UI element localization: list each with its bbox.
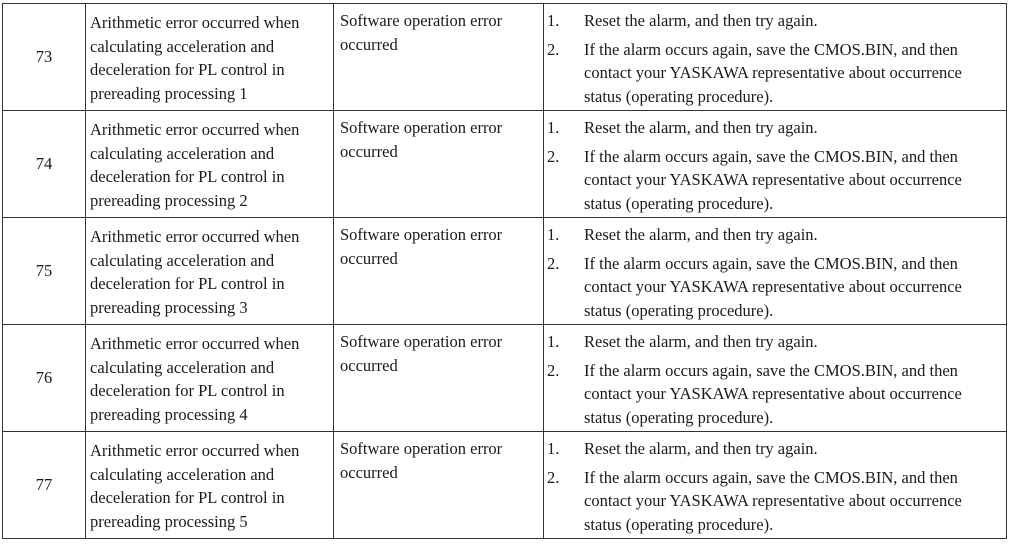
- remedy-cell: 1. Reset the alarm, and then try again. 2…: [543, 110, 1007, 218]
- step-number: 2.: [547, 39, 560, 59]
- step-number: 1.: [547, 11, 560, 30]
- step-text: Reset the alarm, and then try again.: [584, 332, 818, 351]
- error-type-cell: Software operation error occurred: [333, 217, 544, 325]
- remedy-cell: 1. Reset the alarm, and then try again. 2…: [543, 3, 1007, 111]
- error-type-cell: Software operation error occurred: [333, 431, 544, 539]
- remedy-step: 2. If the alarm occurs again, save the CM…: [547, 359, 1002, 430]
- remedy-step: 1. Reset the alarm, and then try again.: [547, 223, 1002, 247]
- remedy-list: 1. Reset the alarm, and then try again. 2…: [547, 9, 1002, 108]
- step-text: Reset the alarm, and then try again.: [584, 11, 818, 30]
- alarm-number-cell: 73: [2, 3, 86, 111]
- table-row: 74 Arithmetic error occurred when calcul…: [2, 110, 1007, 218]
- alarm-number-cell: 77: [2, 431, 86, 539]
- step-text: If the alarm occurs again, save the CMOS…: [584, 39, 962, 106]
- step-number: 1.: [547, 439, 560, 458]
- table-row: 76 Arithmetic error occurred when calcul…: [2, 324, 1007, 432]
- table-row: 75 Arithmetic error occurred when calcul…: [2, 217, 1007, 325]
- remedy-cell: 1. Reset the alarm, and then try again. 2…: [543, 324, 1007, 432]
- alarm-number: 77: [35, 475, 53, 495]
- alarm-subcode-table: 73 Arithmetic error occurred when calcul…: [2, 3, 1007, 539]
- error-type-cell: Software operation error occurred: [333, 324, 544, 432]
- alarm-number: 75: [35, 261, 53, 281]
- step-text: If the alarm occurs again, save the CMOS…: [584, 467, 962, 534]
- remedy-step: 1. Reset the alarm, and then try again.: [547, 116, 1002, 140]
- remedy-step: 1. Reset the alarm, and then try again.: [547, 9, 1002, 33]
- step-number: 2.: [547, 467, 560, 487]
- step-text: If the alarm occurs again, save the CMOS…: [584, 146, 962, 213]
- remedy-cell: 1. Reset the alarm, and then try again. 2…: [543, 217, 1007, 325]
- alarm-number: 73: [35, 47, 53, 67]
- step-number: 2.: [547, 253, 560, 273]
- step-number: 1.: [547, 118, 560, 137]
- step-text: If the alarm occurs again, save the CMOS…: [584, 360, 962, 427]
- cause-cell: Arithmetic error occurred when calculati…: [85, 431, 334, 539]
- remedy-cell: 1. Reset the alarm, and then try again. 2…: [543, 431, 1007, 539]
- remedy-step: 1. Reset the alarm, and then try again.: [547, 330, 1002, 354]
- step-number: 1.: [547, 225, 560, 244]
- remedy-list: 1. Reset the alarm, and then try again. 2…: [547, 223, 1002, 322]
- table-row: 77 Arithmetic error occurred when calcul…: [2, 431, 1007, 539]
- step-text: Reset the alarm, and then try again.: [584, 225, 818, 244]
- cause-cell: Arithmetic error occurred when calculati…: [85, 110, 334, 218]
- alarm-number-cell: 76: [2, 324, 86, 432]
- alarm-number-cell: 75: [2, 217, 86, 325]
- cause-cell: Arithmetic error occurred when calculati…: [85, 3, 334, 111]
- remedy-step: 2. If the alarm occurs again, save the CM…: [547, 252, 1002, 323]
- remedy-step: 2. If the alarm occurs again, save the CM…: [547, 466, 1002, 537]
- alarm-number-cell: 74: [2, 110, 86, 218]
- table-row: 73 Arithmetic error occurred when calcul…: [2, 3, 1007, 111]
- remedy-list: 1. Reset the alarm, and then try again. 2…: [547, 437, 1002, 536]
- step-text: Reset the alarm, and then try again.: [584, 439, 818, 458]
- alarm-number: 76: [35, 368, 53, 388]
- step-number: 2.: [547, 360, 560, 380]
- remedy-step: 2. If the alarm occurs again, save the CM…: [547, 38, 1002, 109]
- error-type-cell: Software operation error occurred: [333, 110, 544, 218]
- remedy-list: 1. Reset the alarm, and then try again. 2…: [547, 330, 1002, 429]
- cause-cell: Arithmetic error occurred when calculati…: [85, 217, 334, 325]
- remedy-step: 1. Reset the alarm, and then try again.: [547, 437, 1002, 461]
- step-text: If the alarm occurs again, save the CMOS…: [584, 253, 962, 320]
- error-type-cell: Software operation error occurred: [333, 3, 544, 111]
- alarm-number: 74: [35, 154, 53, 174]
- step-text: Reset the alarm, and then try again.: [584, 118, 818, 137]
- remedy-step: 2. If the alarm occurs again, save the CM…: [547, 145, 1002, 216]
- step-number: 1.: [547, 332, 560, 351]
- cause-cell: Arithmetic error occurred when calculati…: [85, 324, 334, 432]
- remedy-list: 1. Reset the alarm, and then try again. 2…: [547, 116, 1002, 215]
- step-number: 2.: [547, 146, 560, 166]
